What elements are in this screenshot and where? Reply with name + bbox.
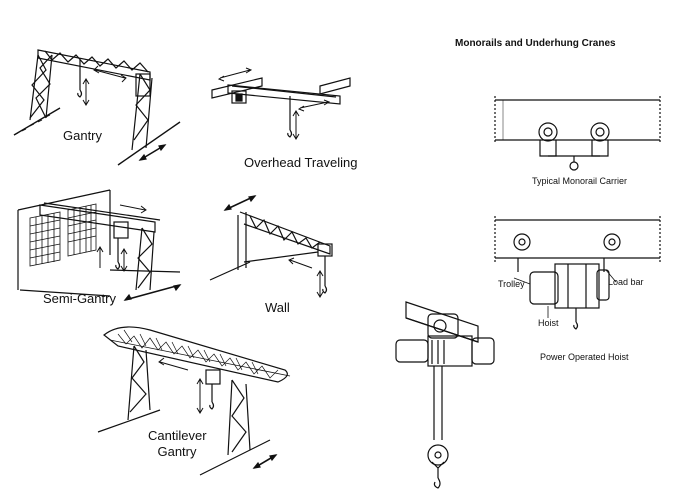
- label-semi-gantry: Semi-Gantry: [43, 291, 116, 306]
- label-wall: Wall: [265, 300, 290, 315]
- label-cantilever-line1: Cantilever: [148, 428, 207, 443]
- wall-crane-drawing: [209, 195, 333, 298]
- label-hoist: Hoist: [538, 318, 559, 328]
- label-cantilever-line2: Gantry: [157, 443, 197, 459]
- label-load-bar: Load bar: [608, 277, 644, 287]
- power-operated-hoist-drawing: [494, 216, 661, 330]
- gantry-crane-drawing: [13, 49, 181, 166]
- large-hoist-drawing: [395, 301, 495, 489]
- diagram-title: Monorails and Underhung Cranes: [455, 38, 616, 49]
- label-cantilever-gantry: Cantilever Gantry: [148, 428, 207, 459]
- label-overhead-traveling: Overhead Traveling: [244, 155, 358, 170]
- monorail-carrier-drawing: [494, 96, 661, 171]
- caption-typical-monorail-carrier: Typical Monorail Carrier: [532, 176, 628, 186]
- caption-power-operated-hoist: Power Operated Hoist: [540, 352, 629, 362]
- semi-gantry-crane-drawing: [17, 189, 182, 301]
- label-gantry: Gantry: [63, 128, 103, 143]
- overhead-traveling-crane-drawing: [211, 67, 351, 140]
- cantilever-gantry-crane-drawing: [97, 326, 291, 476]
- label-trolley: Trolley: [498, 279, 525, 289]
